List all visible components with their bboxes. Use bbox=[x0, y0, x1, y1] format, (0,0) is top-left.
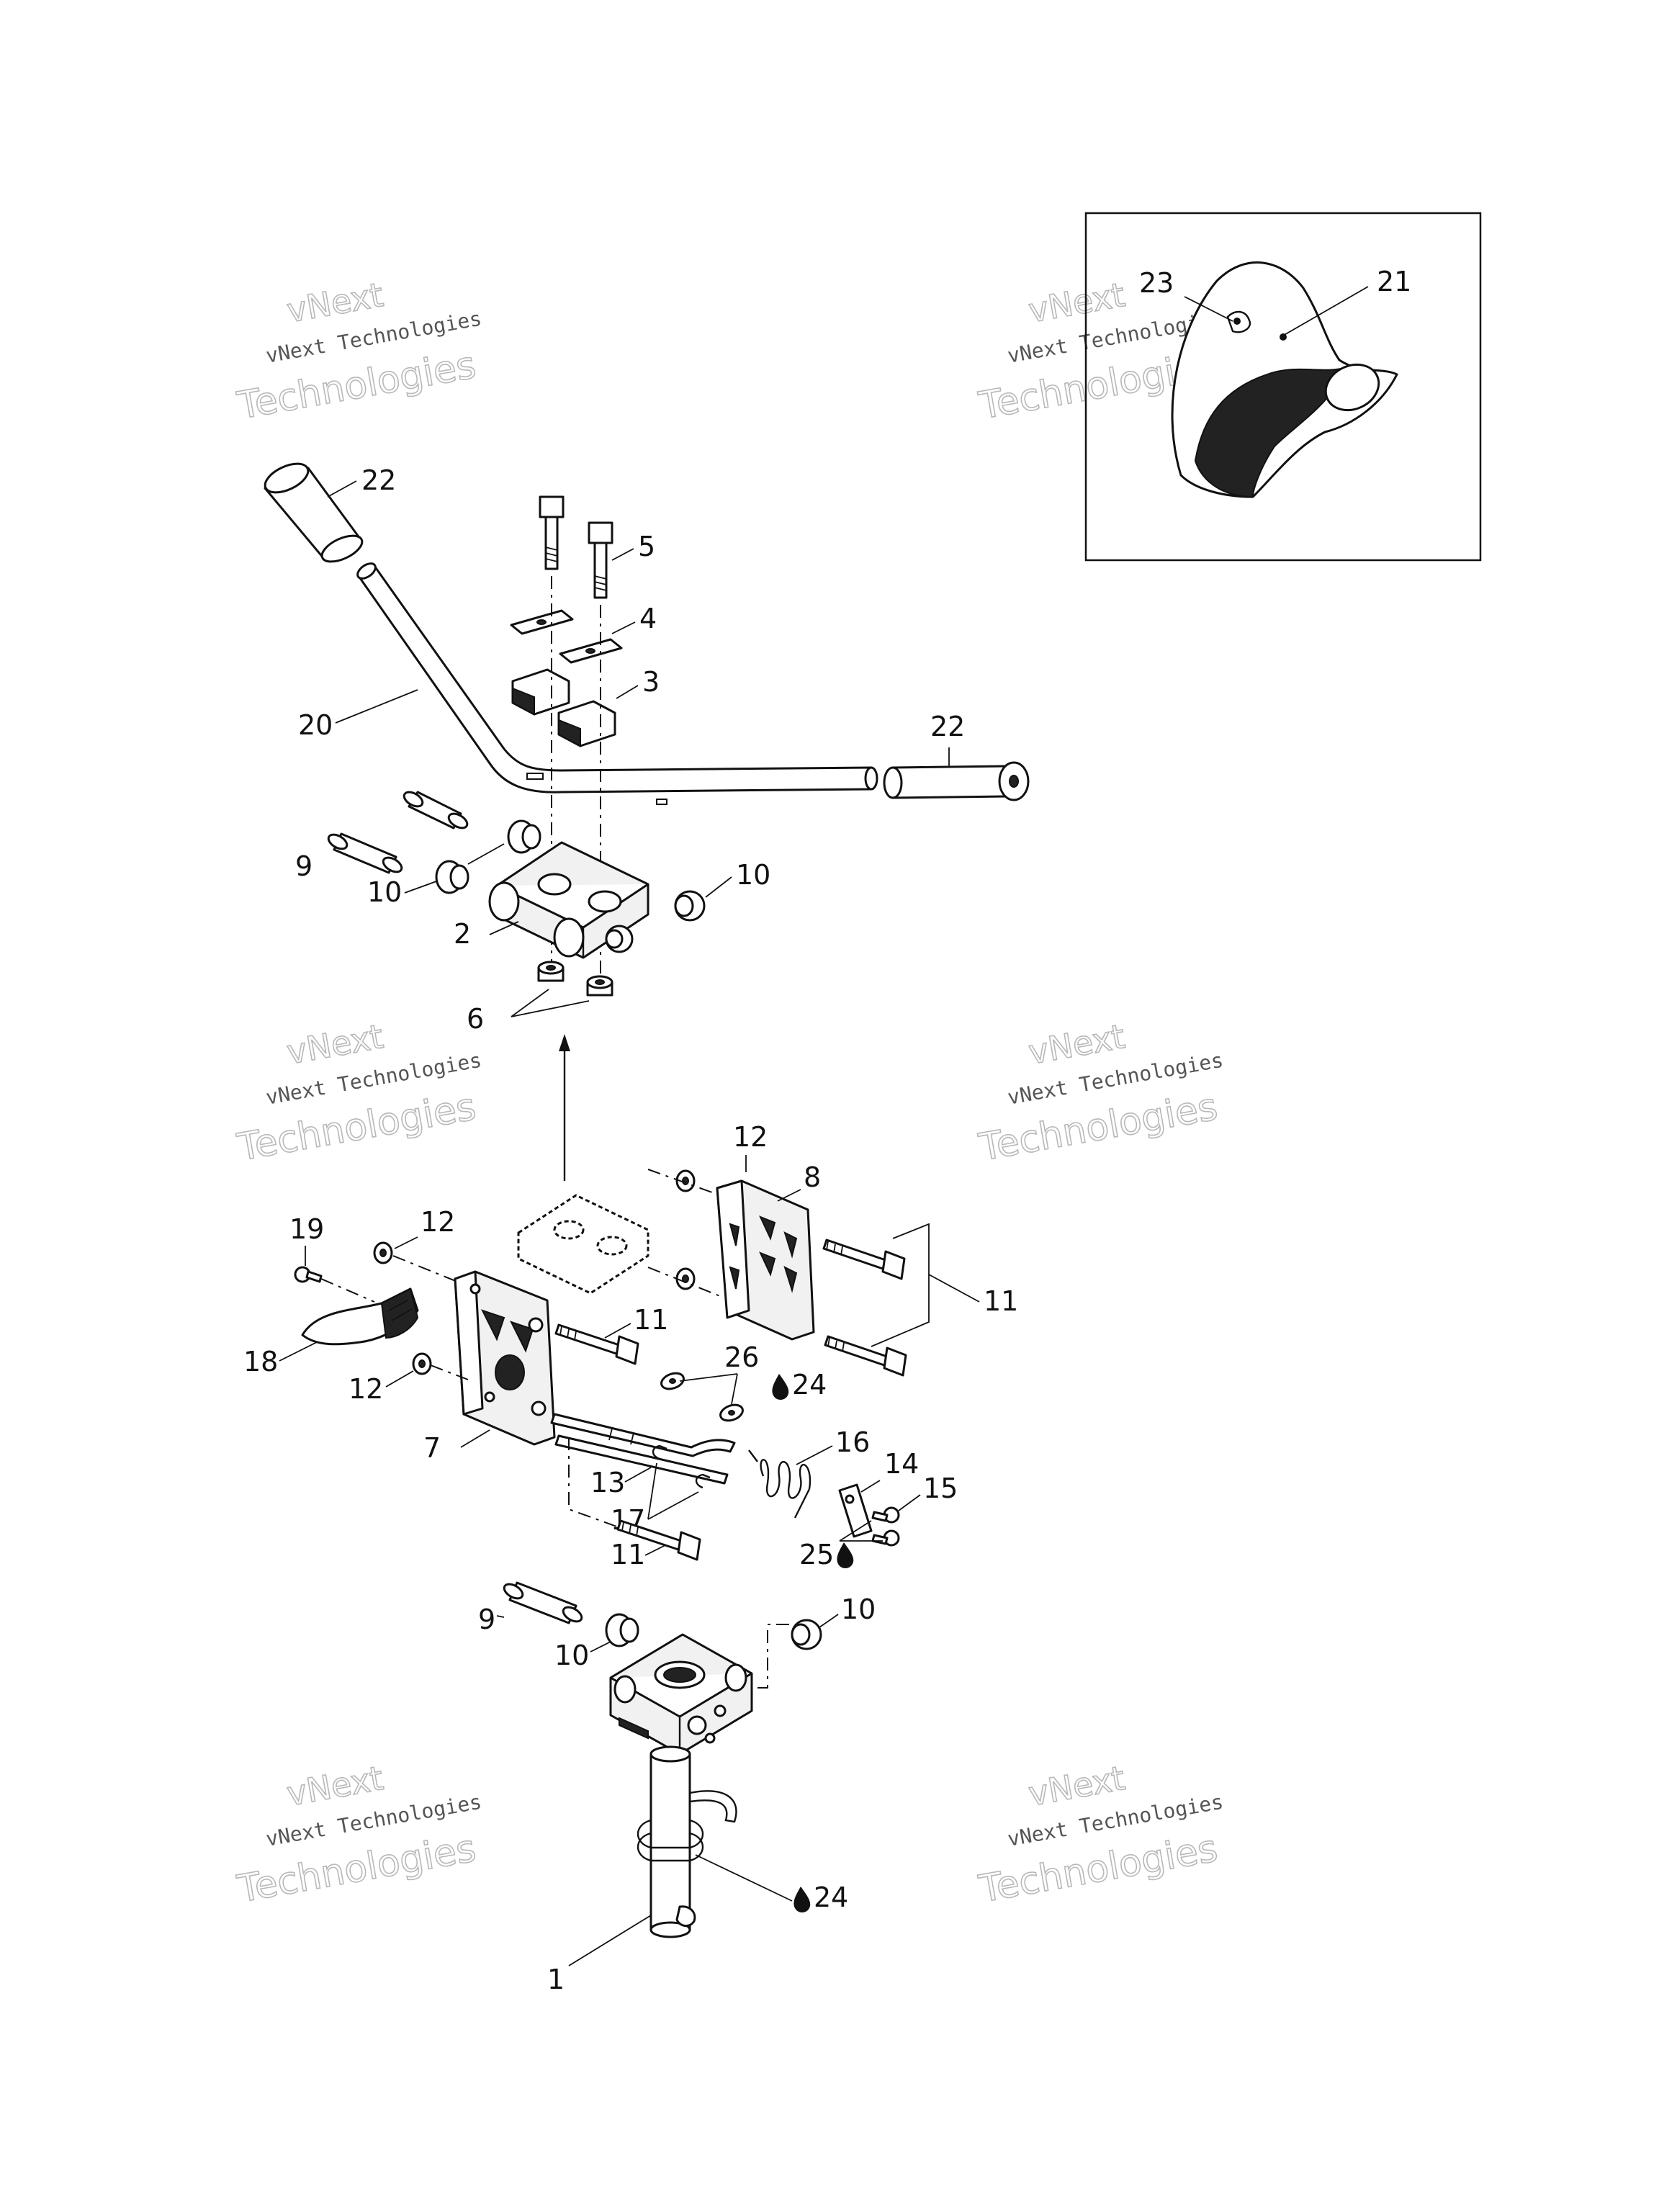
svg-text:vNext: vNext bbox=[1025, 275, 1128, 331]
plate-4b bbox=[559, 638, 623, 664]
svg-text:vNext: vNext bbox=[284, 275, 386, 331]
callout-10-lower-right: 10 bbox=[841, 1593, 876, 1625]
bracket-7 bbox=[454, 1270, 556, 1446]
sleeve-9-upper-a bbox=[403, 791, 469, 830]
svg-text:vNext: vNext bbox=[284, 1758, 386, 1814]
bushing-10-upper-c bbox=[674, 890, 706, 922]
callout-9-lower: 9 bbox=[478, 1604, 495, 1635]
callout-18: 18 bbox=[243, 1346, 278, 1377]
callout-12-left-top: 12 bbox=[421, 1206, 455, 1238]
callout-7: 7 bbox=[423, 1432, 441, 1464]
drop-icon bbox=[772, 1374, 789, 1400]
callout-8: 8 bbox=[804, 1161, 821, 1193]
callout-10-lower-left: 10 bbox=[554, 1640, 589, 1671]
callout-22-left: 22 bbox=[361, 464, 396, 496]
callout-22-right: 22 bbox=[930, 711, 965, 742]
brake-lever-18 bbox=[301, 1287, 419, 1346]
callout-11-upper-left: 11 bbox=[634, 1304, 668, 1336]
pad-hole bbox=[1233, 318, 1241, 325]
bolt-11-lower-right bbox=[824, 1335, 907, 1377]
callout-6: 6 bbox=[467, 1003, 484, 1035]
nut-6a bbox=[537, 961, 565, 982]
callout-21: 21 bbox=[1377, 266, 1411, 297]
bolt-11-upper-left bbox=[554, 1323, 639, 1365]
callout-2: 2 bbox=[454, 918, 471, 950]
callout-13: 13 bbox=[590, 1467, 625, 1498]
svg-text:vNext: vNext bbox=[1025, 1758, 1128, 1814]
bolt-5b bbox=[588, 521, 613, 599]
washer-26a bbox=[660, 1372, 685, 1390]
drop-icon bbox=[793, 1887, 811, 1912]
watermark-top-left: vNext vNext Technologies Technologies bbox=[233, 274, 483, 428]
plate-14 bbox=[838, 1483, 873, 1538]
bushing-10-lower-right bbox=[791, 1619, 822, 1650]
drop-icon bbox=[837, 1542, 854, 1568]
svg-text:vNext: vNext bbox=[284, 1017, 386, 1072]
callout-10-upper-left: 10 bbox=[367, 876, 402, 908]
watermark-mid-left: vNext vNext Technologies Technologies bbox=[233, 1016, 483, 1170]
callout-24-upper: 24 bbox=[792, 1369, 827, 1401]
arrow-up-icon bbox=[559, 1034, 570, 1181]
bushing-10-upper-b bbox=[435, 860, 469, 894]
steering-column bbox=[609, 1633, 753, 1938]
cap-3a bbox=[511, 668, 570, 716]
cap-3b bbox=[557, 700, 616, 747]
callout-25: 25 bbox=[799, 1539, 834, 1570]
watermark-bottom-right: vNext vNext Technologies Technologies bbox=[975, 1758, 1225, 1912]
callout-11-right: 11 bbox=[984, 1285, 1018, 1317]
spring-16 bbox=[748, 1449, 811, 1519]
plate-4a bbox=[510, 609, 574, 635]
bolt-5a bbox=[539, 495, 565, 570]
bolt-11-upper-right bbox=[822, 1238, 906, 1280]
callout-5: 5 bbox=[638, 531, 655, 562]
inset-box: 23 21 bbox=[1084, 212, 1482, 562]
sleeve-9-lower bbox=[503, 1581, 583, 1624]
clip-17b bbox=[695, 1473, 711, 1489]
washer-26b bbox=[719, 1403, 744, 1422]
svg-text:vNext: vNext bbox=[1025, 1017, 1128, 1072]
callout-20: 20 bbox=[298, 709, 333, 741]
callout-11-lower-left: 11 bbox=[611, 1539, 645, 1570]
handlebar-pad bbox=[1171, 261, 1398, 498]
grip-left bbox=[264, 462, 364, 563]
nut-12-left-bottom bbox=[412, 1352, 432, 1375]
sleeve-9-upper-b bbox=[327, 832, 403, 874]
nut-6b bbox=[586, 975, 613, 997]
callout-3: 3 bbox=[642, 666, 660, 698]
bushing-10-lower-left bbox=[605, 1613, 639, 1647]
callout-26: 26 bbox=[724, 1341, 759, 1373]
nut-12-top bbox=[675, 1169, 696, 1192]
callout-12-left-bottom: 12 bbox=[349, 1373, 383, 1405]
grip-right bbox=[883, 761, 1030, 801]
callout-15: 15 bbox=[923, 1473, 958, 1504]
shaft-13 bbox=[550, 1413, 736, 1485]
callout-14: 14 bbox=[884, 1448, 919, 1480]
watermark-mid-right: vNext vNext Technologies Technologies bbox=[975, 1016, 1225, 1170]
callout-9-upper: 9 bbox=[295, 850, 313, 882]
bracket-8 bbox=[716, 1179, 815, 1341]
screw-15b bbox=[871, 1529, 900, 1547]
callout-16: 16 bbox=[835, 1426, 870, 1458]
callout-1: 1 bbox=[547, 1964, 565, 1995]
callout-19: 19 bbox=[289, 1213, 324, 1245]
bolt-11-lower-left bbox=[616, 1519, 701, 1561]
callout-24-lower: 24 bbox=[814, 1881, 848, 1913]
callout-12-top: 12 bbox=[733, 1121, 768, 1153]
callout-4: 4 bbox=[639, 603, 657, 634]
screw-15a bbox=[871, 1506, 900, 1524]
handlebar bbox=[356, 562, 878, 805]
nut-12-mid bbox=[675, 1267, 696, 1290]
callout-23: 23 bbox=[1139, 267, 1174, 299]
bushing-10-upper-d bbox=[605, 925, 634, 953]
nut-12-left-top bbox=[373, 1241, 393, 1264]
callout-10-upper-right: 10 bbox=[736, 859, 770, 891]
bushing-10-upper-a bbox=[507, 819, 541, 854]
riser-clamp-ghost bbox=[517, 1194, 649, 1295]
watermark-bottom-left: vNext vNext Technologies Technologies bbox=[233, 1758, 483, 1912]
screw-19 bbox=[294, 1266, 323, 1283]
clip-17a bbox=[652, 1444, 667, 1460]
